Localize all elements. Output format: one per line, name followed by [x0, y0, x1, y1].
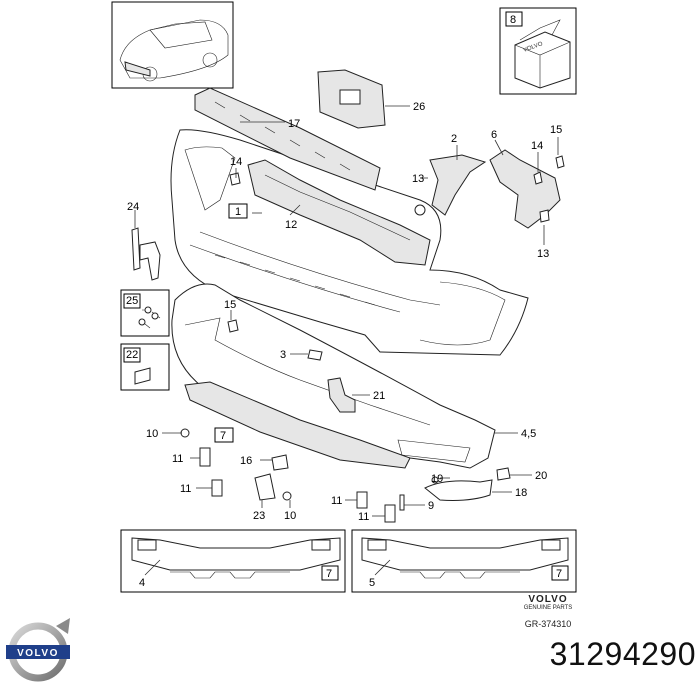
callout-4-5: 4,5 — [521, 428, 536, 440]
callout-11-b: 11 — [180, 483, 191, 495]
callout-11-a: 11 — [172, 453, 183, 465]
callout-3: 3 — [280, 349, 286, 361]
callout-26: 26 — [413, 101, 425, 113]
diffuser-7 — [184, 381, 411, 469]
callout-22: 22 — [126, 349, 138, 361]
callout-15-b: 15 — [224, 299, 236, 311]
logo-wordmark: VOLVO — [17, 648, 59, 659]
callout-5: 5 — [369, 577, 375, 589]
callout-4: 4 — [139, 577, 145, 589]
variant-panel-5 — [351, 529, 577, 593]
diagram-reference: GR-374310 — [524, 619, 572, 629]
callout-14-b: 14 — [531, 140, 543, 152]
brand-reference-block: VOLVO GENUINE PARTS GR-374310 — [512, 594, 584, 630]
callout-11-c: 11 — [331, 495, 342, 507]
callout-17: 17 — [288, 118, 300, 130]
callout-box-7 — [214, 427, 234, 443]
callout-15-a: 15 — [550, 124, 562, 136]
callout-box-1 — [228, 203, 248, 219]
callout-10-left: 10 — [146, 428, 158, 440]
fastener-box-25 — [120, 289, 170, 337]
callout-7-variant-4: 7 — [326, 568, 332, 580]
callout-11-d: 11 — [358, 511, 369, 523]
callout-20: 20 — [535, 470, 547, 482]
callout-13-b: 13 — [537, 248, 549, 260]
callout-18: 18 — [515, 487, 527, 499]
variant-panel-4 — [120, 529, 346, 593]
callout-21: 21 — [373, 390, 385, 402]
fastener-box-22 — [120, 343, 170, 391]
callout-13-a: 13 — [412, 173, 424, 185]
vehicle-thumbnail — [111, 1, 234, 89]
bracket-6 — [489, 149, 561, 229]
parts-box-8 — [499, 7, 577, 95]
brand-subtitle: GENUINE PARTS — [523, 605, 573, 611]
reflector-18-19 — [424, 467, 511, 501]
plate-26 — [317, 69, 386, 129]
callout-6: 6 — [491, 129, 497, 141]
part-number: 31294290 — [549, 636, 696, 672]
callout-24: 24 — [127, 201, 139, 213]
callout-9: 9 — [428, 500, 434, 512]
callout-8: 8 — [510, 14, 516, 26]
callout-12: 12 — [285, 219, 297, 231]
callout-1: 1 — [235, 206, 241, 218]
callout-7: 7 — [220, 430, 226, 442]
callout-25: 25 — [126, 295, 138, 307]
callout-19: 19 — [431, 473, 443, 485]
bumper-cover-lower — [171, 283, 496, 469]
leader-lines — [134, 105, 559, 517]
callout-23: 23 — [253, 510, 265, 522]
volvo-logo-icon: VOLVO — [6, 618, 70, 682]
bracket-21 — [327, 377, 356, 413]
callout-2: 2 — [451, 133, 457, 145]
trim-strip-17 — [194, 87, 381, 191]
callout-7-variant-5: 7 — [556, 568, 562, 580]
bracket-12 — [247, 159, 431, 266]
brand-name: VOLVO — [528, 594, 568, 605]
callout-10-bottom: 10 — [284, 510, 296, 522]
callout-16: 16 — [240, 455, 252, 467]
bracket-24 — [131, 227, 161, 281]
callout-labels: 1 2 3 4 5 4,5 6 7 7 7 8 9 10 10 11 11 11… — [126, 14, 562, 589]
bracket-2 — [429, 154, 487, 216]
callout-14-a: 14 — [230, 156, 242, 168]
clips-and-fasteners — [180, 155, 565, 523]
